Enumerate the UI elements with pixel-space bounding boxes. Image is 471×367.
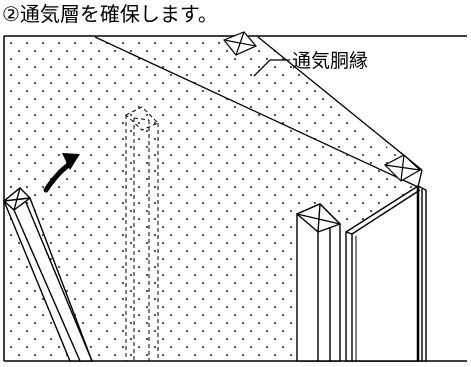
hidden-stud bbox=[125, 106, 159, 361]
corner-siding bbox=[345, 185, 427, 362]
airflow-arrowhead-icon bbox=[62, 153, 80, 170]
furring-strip-right bbox=[383, 154, 421, 182]
wall-back-edge bbox=[257, 36, 423, 171]
figure-title: ②通気層を確保します。 bbox=[2, 2, 218, 26]
insulation-top-band bbox=[95, 37, 420, 185]
corner-furring bbox=[295, 203, 342, 362]
wall-top-edge bbox=[94, 36, 419, 188]
callout-leader bbox=[253, 59, 290, 77]
callout-label: 通気胴縁 bbox=[292, 50, 368, 72]
diagonal-stud bbox=[2, 186, 94, 362]
furring-strip-top bbox=[223, 31, 257, 56]
